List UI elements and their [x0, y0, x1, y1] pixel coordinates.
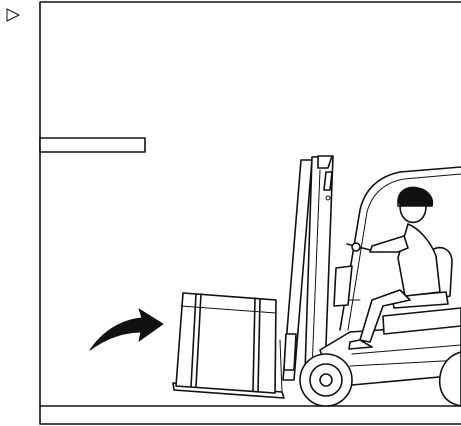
front-wheel	[300, 354, 352, 406]
load-box	[176, 293, 276, 393]
triangle-right-outline-icon	[7, 9, 19, 21]
shelf-bar	[40, 138, 145, 152]
forklift-with-operator-icon	[173, 156, 461, 406]
curved-arrow-right-icon	[90, 309, 163, 350]
